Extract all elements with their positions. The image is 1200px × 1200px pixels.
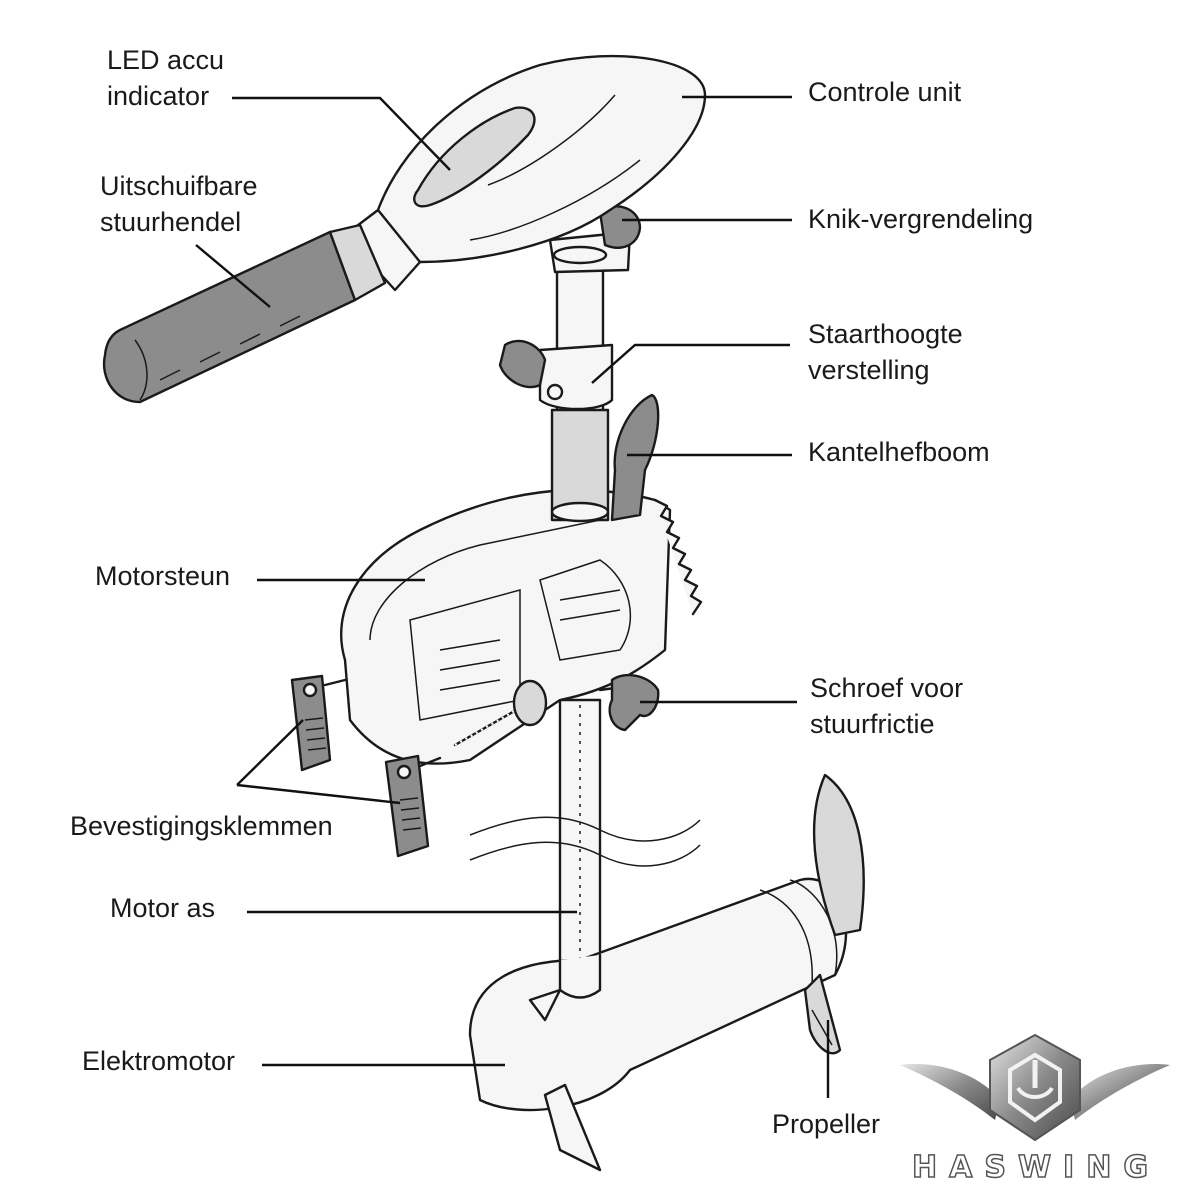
label-propeller: Propeller [772, 1109, 881, 1139]
leader-klem-left [236, 719, 304, 786]
tilt-lock-knob [548, 205, 642, 274]
clamp-screw [453, 679, 548, 747]
label-stuurhendel: Uitschuifbare stuurhendel [100, 168, 258, 240]
propeller [803, 773, 865, 1055]
label-motorsteun: Motorsteun [95, 561, 231, 591]
label-led-line1: LED accu [107, 45, 225, 75]
label-knik-vergrendeling: Knik-vergrendeling [808, 204, 1034, 234]
label-staarthoogte-line2: verstelling [808, 355, 930, 385]
label-stuurhendel-line2: stuurhendel [100, 207, 242, 237]
motor-shaft [558, 698, 602, 1002]
label-kantelhefboom: Kantelhefboom [808, 437, 990, 467]
label-led-accu-indicator: LED accu indicator [107, 42, 224, 114]
friction-screw-knob [598, 673, 660, 732]
leader-lines [195, 95, 830, 1098]
water-surface [469, 816, 701, 867]
height-collar [498, 339, 614, 411]
label-schroef-stuurfrictie: Schroef voor stuurfrictie [810, 670, 963, 742]
leader-led [232, 96, 451, 171]
label-schroef-line1: Schroef voor [810, 673, 964, 703]
clamp-left [290, 674, 347, 772]
label-staarthoogte: Staarthoogte verstelling [808, 316, 963, 388]
electromotor-body [468, 877, 848, 1172]
label-schroef-line2: stuurfrictie [810, 709, 935, 739]
tiller-handle [102, 208, 422, 404]
haswing-wordmark: HASWING [911, 1149, 1160, 1186]
tilt-lever [610, 393, 660, 522]
leader-klem-right [236, 783, 401, 805]
label-elektromotor: Elektromotor [82, 1046, 236, 1076]
label-controle-unit: Controle unit [808, 77, 962, 107]
label-led-line2: indicator [107, 81, 210, 111]
label-bevestigingsklemmen: Bevestigingsklemmen [70, 811, 333, 841]
clamp-right [384, 754, 442, 858]
leader-staarthoogte [591, 343, 790, 384]
label-motor-as: Motor as [110, 893, 216, 923]
leader-stuurhendel [195, 244, 271, 308]
haswing-emblem-icon [900, 1033, 1170, 1142]
label-staarthoogte-line1: Staarthoogte [808, 319, 963, 349]
control-unit-head [375, 54, 707, 264]
label-stuurhendel-line1: Uitschuifbare [100, 171, 258, 201]
